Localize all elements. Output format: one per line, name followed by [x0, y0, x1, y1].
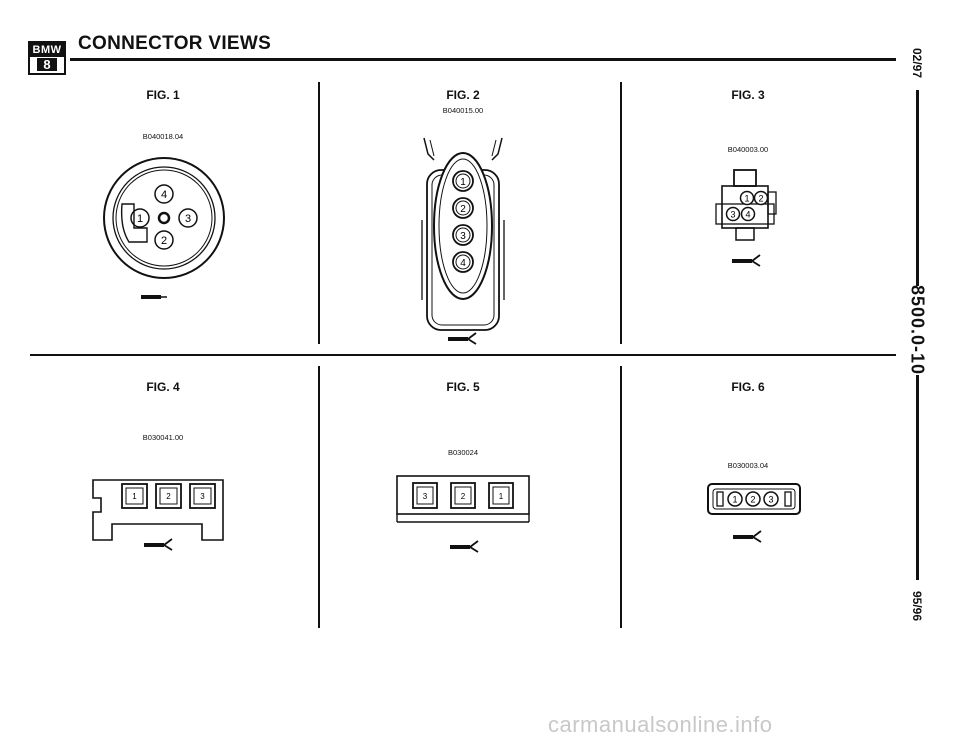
fig-3-pin-2: 2	[758, 194, 763, 204]
side-date-top: 02/97	[910, 47, 924, 79]
fig-4-label: FIG. 4	[146, 380, 180, 394]
fig-5-pin-cells	[412, 482, 514, 509]
fig-4-pin-cells	[121, 483, 216, 509]
fig-5-label: FIG. 5	[446, 380, 480, 394]
fig-2-code: B040015.00	[442, 106, 484, 115]
fig-2-pin-3: 3	[460, 231, 466, 242]
fig-5-pin-2: 2	[461, 492, 466, 501]
fig-5-pin-3: 3	[423, 492, 428, 501]
column-divider-lower-right	[620, 366, 622, 628]
fig-6-pin-3: 3	[768, 495, 773, 505]
fig-1-label: FIG. 1	[146, 88, 180, 102]
fig-2-label: FIG. 2	[446, 88, 480, 102]
fig-1-code: B040018.04	[142, 132, 184, 141]
fig-5-pin-1: 1	[499, 492, 504, 501]
side-date-bottom: 95/96	[910, 590, 924, 622]
fig-6-connector-drawing: 1 2 3	[707, 483, 801, 543]
fig-2-pin-2: 2	[460, 204, 466, 215]
logo-brand-text: BMW	[30, 43, 64, 57]
fig-1-pin-2: 2	[161, 235, 167, 247]
page-number: 8500.0-10	[907, 284, 928, 376]
watermark: carmanualsonline.info	[548, 712, 773, 737]
page-title: CONNECTOR VIEWS	[78, 33, 272, 54]
bmw-8-series-logo: BMW 8	[28, 41, 66, 75]
fig-4-pin-3: 3	[200, 492, 205, 501]
fig-4-pin-2: 2	[166, 492, 171, 501]
fig-3-pin-3: 3	[730, 210, 735, 220]
fig-6-label: FIG. 6	[731, 380, 765, 394]
fig-6-pin-2: 2	[750, 495, 755, 505]
fig-2-pin-1: 1	[460, 177, 466, 188]
fig-4-pin-1: 1	[132, 492, 137, 501]
fig-1-pin-4: 4	[161, 189, 167, 201]
logo-series-text: 8	[37, 58, 57, 71]
fig-6-code: B030003.04	[727, 461, 769, 470]
column-divider-upper-left	[318, 82, 320, 344]
row-divider	[30, 354, 896, 356]
fig-6-pin-1: 1	[732, 495, 737, 505]
fig-1-pin-1: 1	[137, 213, 143, 225]
fig-1-connector-drawing: 4 1 3 2	[103, 157, 225, 299]
column-divider-upper-right	[620, 82, 622, 344]
side-bar-upper	[916, 90, 919, 286]
fig-3-pin-4: 4	[745, 210, 750, 220]
fig-3-label: FIG. 3	[731, 88, 765, 102]
side-page-bar: 02/97 8500.0-10 95/96	[905, 40, 929, 622]
fig-5-code: B030024	[447, 448, 479, 457]
fig-3-code: B040003.00	[727, 145, 769, 154]
fig-5-connector-drawing: 3 2 1	[396, 475, 530, 553]
fig-3-pin-1: 1	[744, 194, 749, 204]
fig-2-pin-4: 4	[460, 258, 466, 269]
fig-4-code: B030041.00	[142, 433, 184, 442]
column-divider-lower-left	[318, 366, 320, 628]
fig-4-connector-drawing: 1 2 3	[92, 479, 224, 551]
fig-3-connector-drawing: 1 2 3 4	[715, 169, 777, 267]
side-bar-lower	[916, 375, 919, 580]
header-rule	[70, 58, 896, 61]
fig-1-pin-3: 3	[185, 213, 191, 225]
fig-2-connector-drawing: 1 2 3 4	[421, 137, 505, 345]
